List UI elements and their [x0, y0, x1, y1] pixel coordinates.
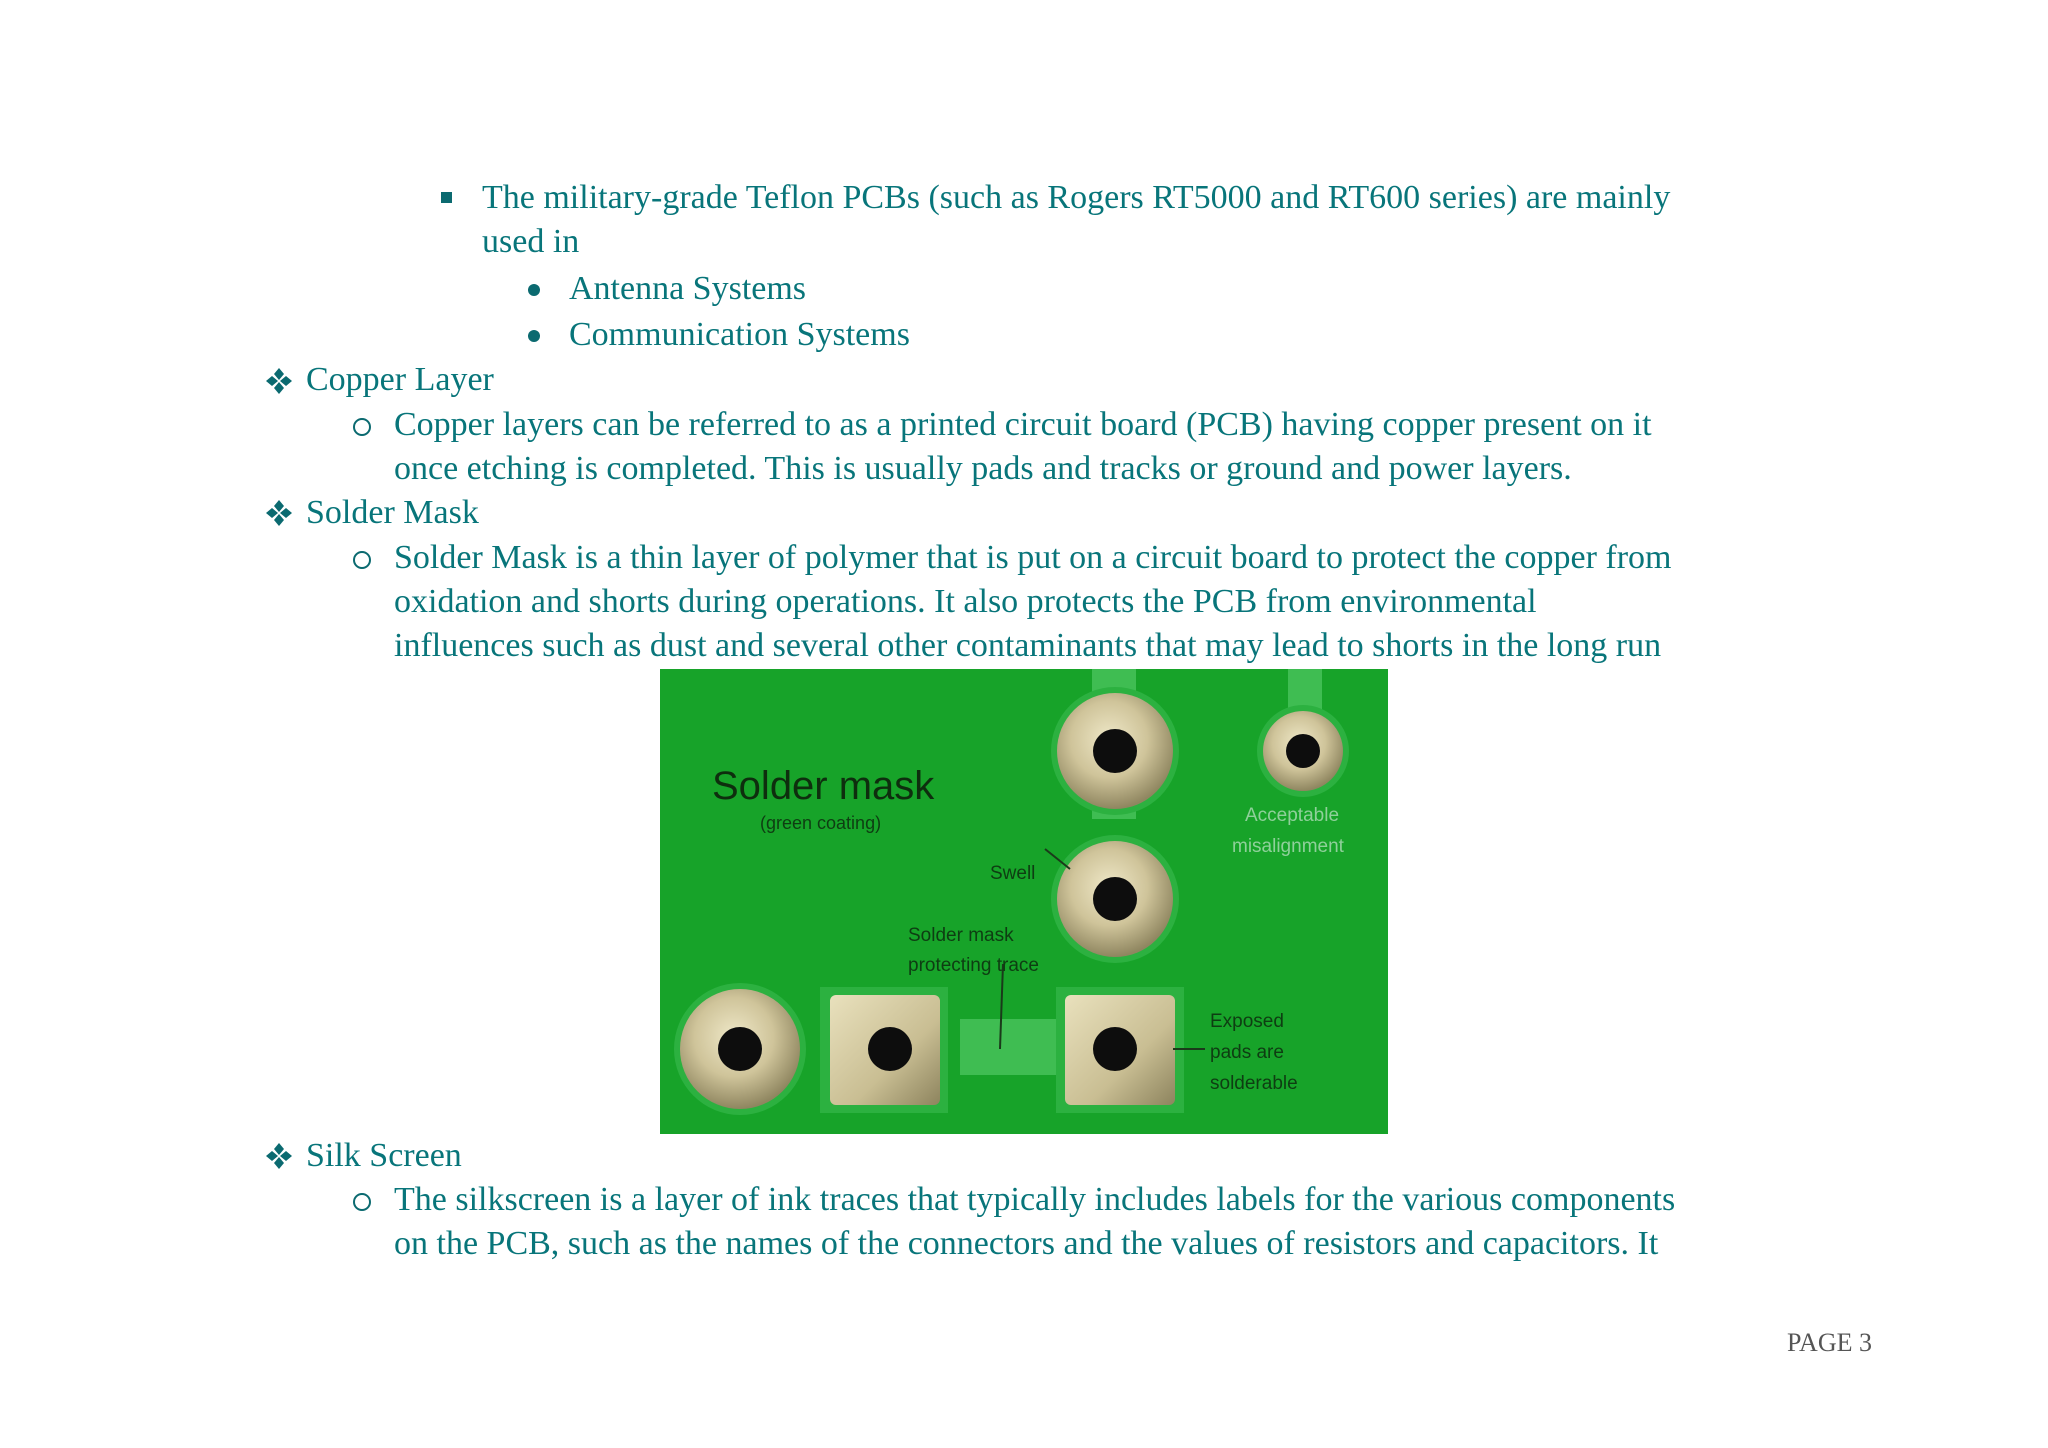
label-acceptable-1: Acceptable	[1245, 805, 1339, 826]
silk-heading: Silk Screen	[306, 1137, 462, 1174]
figure-title: Solder mask	[712, 764, 935, 808]
copper-text-line-2: once etching is completed. This is usual…	[394, 450, 1572, 487]
silk-text-line-1: The silkscreen is a layer of ink traces …	[394, 1181, 1676, 1218]
ring-bullet-icon	[353, 551, 371, 569]
copper-heading: Copper Layer	[306, 361, 494, 398]
dot-bullet-icon	[528, 330, 540, 342]
label-swell: Swell	[990, 863, 1035, 884]
diamond-bullet-icon	[266, 500, 292, 526]
diamond-bullet-icon	[266, 1143, 292, 1169]
ring-bullet-icon	[353, 1193, 371, 1211]
teflon-text-line-1: The military-grade Teflon PCBs (such as …	[482, 179, 1671, 216]
teflon-item-communication: Communication Systems	[569, 316, 910, 353]
label-acceptable-2: misalignment	[1232, 836, 1345, 857]
label-protecting-1: Solder mask	[908, 925, 1014, 946]
label-protecting-2: protecting trace	[908, 955, 1039, 976]
solder-heading: Solder Mask	[306, 494, 479, 531]
label-exposed-3: solderable	[1210, 1073, 1298, 1094]
solder-text-line-3: influences such as dust and several othe…	[394, 627, 1662, 664]
solder-mask-figure: Solder mask (green coating) Swell Accept…	[660, 669, 1388, 1134]
silk-text-line-2: on the PCB, such as the names of the con…	[394, 1225, 1659, 1262]
solder-text-line-2: oxidation and shorts during operations. …	[394, 583, 1537, 620]
solder-text-line-1: Solder Mask is a thin layer of polymer t…	[394, 539, 1672, 576]
label-exposed-1: Exposed	[1210, 1011, 1284, 1032]
dot-bullet-icon	[528, 284, 540, 296]
figure-subtitle: (green coating)	[760, 813, 881, 833]
copper-text-line-1: Copper layers can be referred to as a pr…	[394, 406, 1652, 443]
label-exposed-2: pads are	[1210, 1042, 1284, 1063]
teflon-item-antenna: Antenna Systems	[569, 270, 807, 307]
square-bullet-icon	[441, 192, 452, 203]
ring-bullet-icon	[353, 418, 371, 436]
page-number: PAGE 3	[1786, 1328, 1872, 1357]
diamond-bullet-icon	[266, 368, 292, 394]
pcb-illustration: Solder mask (green coating) Swell Accept…	[660, 669, 1388, 1134]
teflon-text-line-2: used in	[482, 223, 580, 260]
